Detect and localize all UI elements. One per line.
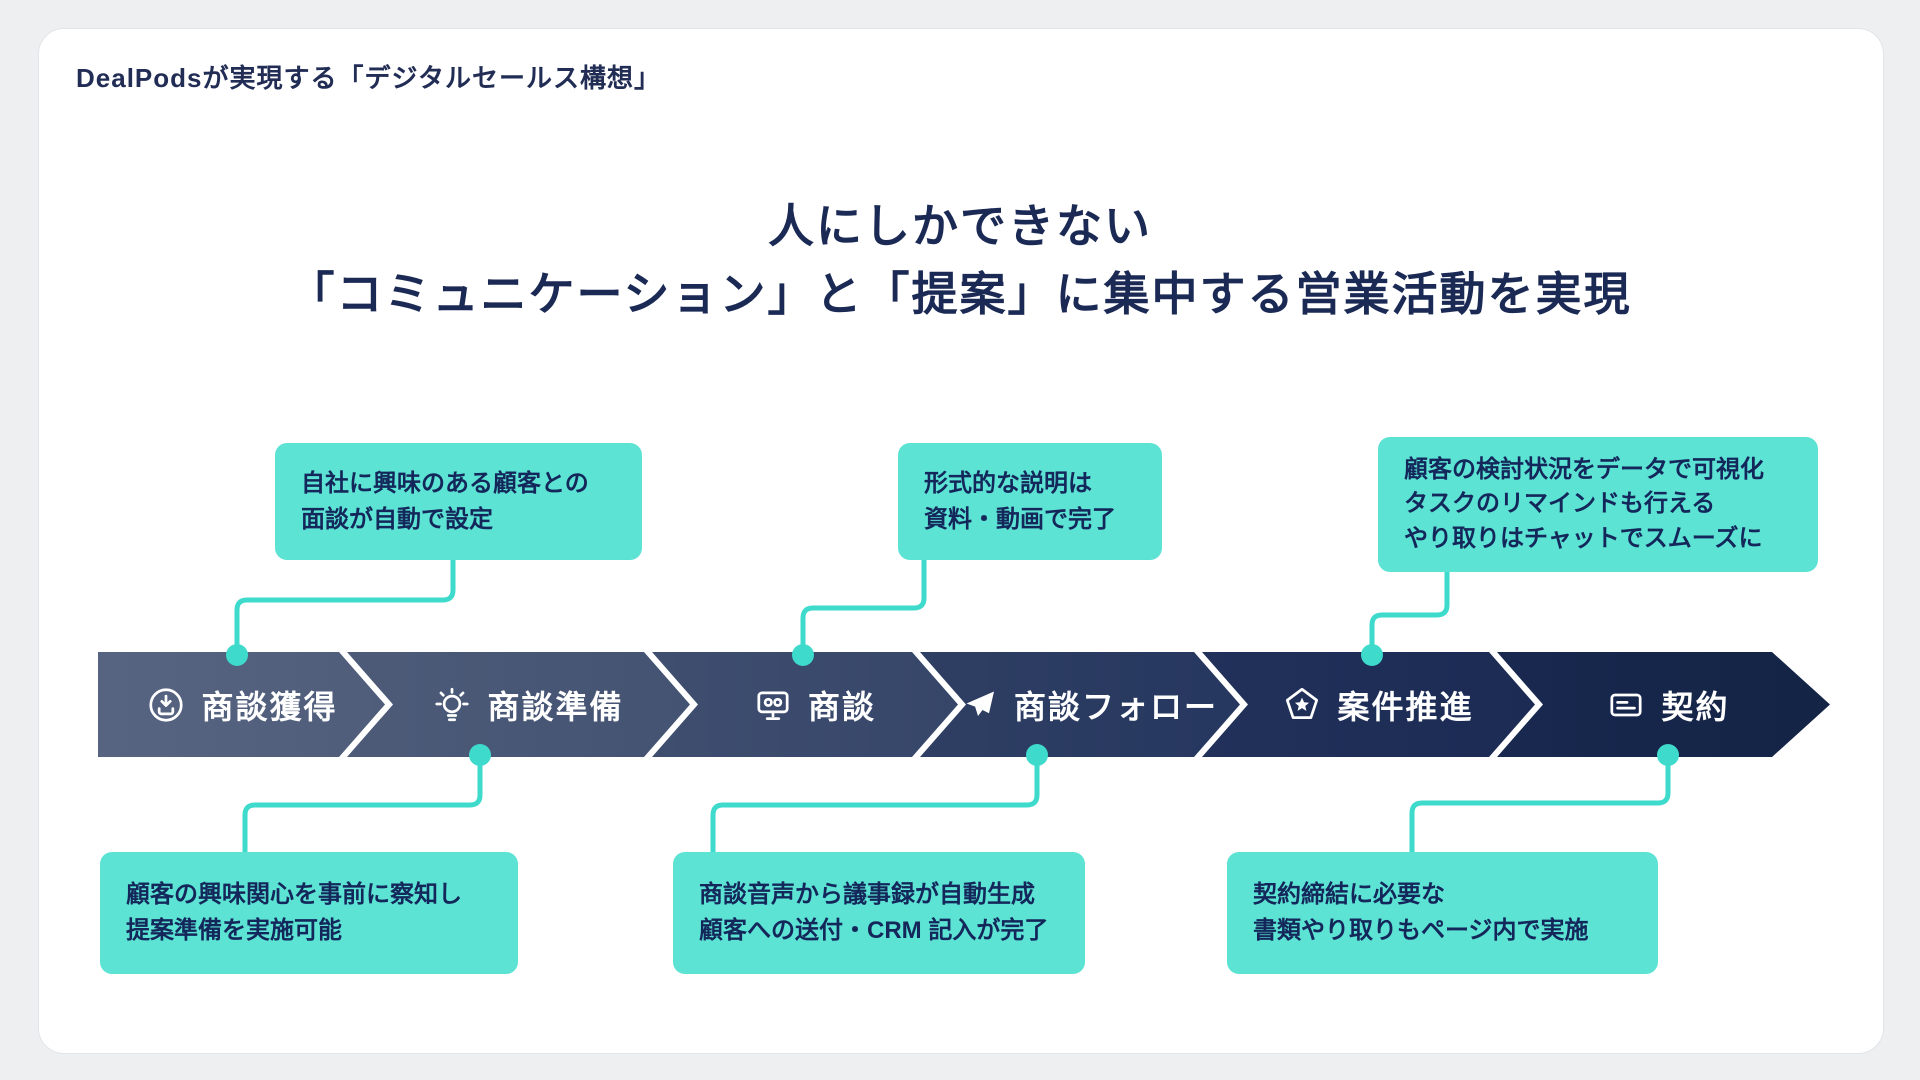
inbound-circle-icon xyxy=(145,684,187,726)
lightbulb-icon xyxy=(431,684,473,726)
callout-bottom-contract: 契約締結に必要な 書類やり取りもページ内で実施 xyxy=(1227,852,1658,974)
stage-label: 商談獲得 xyxy=(201,688,338,725)
stage-label: 商談 xyxy=(807,688,876,725)
stage-preparation: 商談準備 xyxy=(347,652,690,757)
stage-followup: 商談フォロー xyxy=(920,652,1240,757)
stage-label: 案件推進 xyxy=(1337,688,1474,725)
callout-bottom-preparation: 顧客の興味関心を事前に察知し 提案準備を実施可能 xyxy=(100,852,518,974)
callout-top-acquisition: 自社に興味のある顧客との 面談が自動で設定 xyxy=(275,443,642,560)
callout-line: 顧客の検討状況をデータで可視化 xyxy=(1404,456,1764,484)
pentagon-star-badge-icon xyxy=(1281,684,1323,726)
callout-bottom-followup: 商談音声から議事録が自動生成 顧客への送付・CRM 記入が完了 xyxy=(673,852,1085,974)
paper-plane-icon xyxy=(960,685,1000,725)
callout-line: やり取りはチャットでスムーズに xyxy=(1404,524,1763,552)
stage-label: 商談準備 xyxy=(487,688,624,725)
callout-line: 契約締結に必要な xyxy=(1253,881,1445,908)
main-heading-line-2: 「コミュニケーション」と「提案」に集中する営業活動を実現 xyxy=(288,268,1632,321)
callout-line: 顧客への送付・CRM 記入が完了 xyxy=(699,917,1049,944)
callout-line: 資料・動画で完了 xyxy=(924,505,1116,533)
callout-line: 自社に興味のある顧客との xyxy=(301,469,589,497)
stage-deal-advance: 案件推進 xyxy=(1202,652,1535,757)
stage-label: 契約 xyxy=(1661,688,1730,725)
callout-line: 提案準備を実施可能 xyxy=(126,917,342,944)
main-heading-line-1: 人にしかできない xyxy=(768,200,1152,252)
contract-card-icon xyxy=(1605,684,1647,726)
callout-line: タスクのリマインドも行える xyxy=(1404,490,1716,518)
stage-meeting: 商談 xyxy=(652,652,958,757)
stage-acquisition: 商談獲得 xyxy=(98,652,385,757)
page-title: DealPodsが実現する「デジタルセールス構想」 xyxy=(76,63,661,93)
callout-line: 形式的な説明は xyxy=(924,469,1092,497)
callout-line: 商談音声から議事録が自動生成 xyxy=(699,881,1035,908)
callout-line: 書類やり取りもページ内で実施 xyxy=(1253,917,1589,944)
stage-label: 商談フォロー xyxy=(1013,688,1218,725)
main-heading: 人にしかできない 「コミュニケーション」と「提案」に集中する営業活動を実現 xyxy=(0,192,1920,328)
online-meeting-monitor-icon xyxy=(752,684,794,726)
callout-top-progress: 顧客の検討状況をデータで可視化 タスクのリマインドも行える やり取りはチャットで… xyxy=(1378,437,1818,572)
stage-contract: 契約 xyxy=(1497,652,1830,757)
callout-top-meeting: 形式的な説明は 資料・動画で完了 xyxy=(898,443,1162,560)
callout-line: 面談が自動で設定 xyxy=(301,505,493,533)
callout-line: 顧客の興味関心を事前に察知し xyxy=(126,881,462,908)
